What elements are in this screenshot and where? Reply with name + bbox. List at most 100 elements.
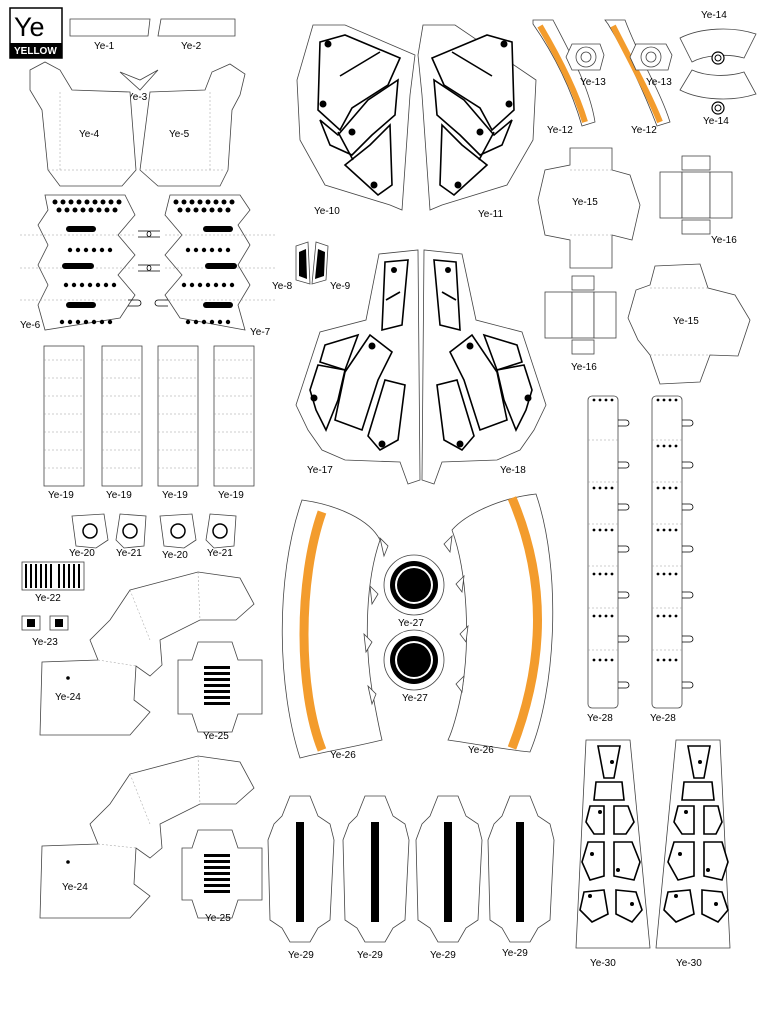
color-badge: Ye YELLOW [9,7,63,59]
label-ye3: Ye-3 [127,92,148,103]
label-ye21-a: Ye-21 [116,548,142,559]
part-ye21-a: Ye-21 [115,513,147,559]
part-ye13-right: Ye-13 [629,43,673,88]
label-ye12-a: Ye-12 [547,125,573,136]
part-ye13-left: Ye-13 [565,43,606,88]
part-ye27-a: Ye-27 [383,554,445,629]
label-ye29-c: Ye-29 [430,950,456,961]
part-ye25-bottom: Ye-25 [181,829,263,924]
part-ye16-bottom: Ye-16 [544,275,617,373]
part-ye11: Ye-11 [417,24,537,220]
part-ye3: Ye-3 [119,69,159,103]
label-ye27-a: Ye-27 [398,618,424,629]
label-ye16-b: Ye-16 [571,362,597,373]
part-ye12-right: Ye-12 [604,19,671,136]
label-ye11: Ye-11 [478,209,503,220]
label-ye29-a: Ye-29 [288,950,314,961]
label-ye15-a: Ye-15 [572,197,598,208]
label-ye16-a: Ye-16 [711,235,737,246]
dot-row-7a [173,199,235,213]
label-ye24-a: Ye-24 [55,692,81,703]
part-ye2: Ye-2 [157,18,236,52]
label-ye6: Ye-6 [20,320,41,331]
label-ye28-b: Ye-28 [650,713,676,724]
label-ye1: Ye-1 [94,41,115,52]
dot-row-6b [59,247,117,325]
part-ye28-a: Ye-28 [587,395,630,724]
part-ye10: Ye-10 [296,24,416,217]
part-ye20-b: Ye-20 [159,513,197,561]
part-ye24-bottom: Ye-24 [39,755,255,919]
rivets-28b [656,398,678,662]
label-ye23: Ye-23 [32,637,58,648]
label-ye19-b: Ye-19 [106,490,132,501]
part-ye18: Ye-18 [421,249,547,485]
part-ye20-a: Ye-20 [69,513,109,559]
part-ye9: Ye-9 [311,241,351,292]
label-ye15-b: Ye-15 [673,316,699,327]
label-ye12-b: Ye-12 [631,125,657,136]
label-ye29-b: Ye-29 [357,950,383,961]
label-ye9: Ye-9 [330,281,351,292]
label-ye29-d: Ye-29 [502,948,528,959]
label-ye19-c: Ye-19 [162,490,188,501]
part-ye6: Ye-6 [20,194,152,331]
part-ye28-b: Ye-28 [650,395,694,724]
grille-25b [204,854,230,893]
part-ye22: Ye-22 [21,561,85,604]
part-ye30-a: Ye-30 [575,739,651,969]
part-ye23: Ye-23 [21,615,69,648]
badge-code: Ye [14,12,45,42]
label-ye28-a: Ye-28 [587,713,613,724]
part-ye1: Ye-1 [69,18,151,52]
label-ye21-b: Ye-21 [207,548,233,559]
label-ye17: Ye-17 [307,465,333,476]
label-ye19-a: Ye-19 [48,490,74,501]
part-ye25-top: Ye-25 [177,641,263,742]
label-ye20-b: Ye-20 [162,550,188,561]
part-ye19-b: Ye-19 [101,345,143,501]
part-ye4: Ye-4 [29,61,137,187]
label-ye10: Ye-10 [314,206,340,217]
part-ye5: Ye-5 [139,63,246,187]
part-ye17: Ye-17 [295,249,421,485]
part-ye26-left: Ye-26 [281,499,389,761]
label-ye24-b: Ye-24 [62,882,88,893]
label-ye2: Ye-2 [181,41,202,52]
label-ye18: Ye-18 [500,465,526,476]
part-ye12-left: Ye-12 [532,19,596,136]
label-ye19-d: Ye-19 [218,490,244,501]
label-ye4: Ye-4 [79,129,100,140]
dot-row-6a [52,199,122,213]
label-ye25-b: Ye-25 [205,913,231,924]
label-ye26-a: Ye-26 [330,750,356,761]
part-ye19-d: Ye-19 [213,345,255,501]
part-ye15-top: Ye-15 [537,147,641,269]
part-ye29-b: Ye-29 [342,795,410,961]
label-ye7: Ye-7 [250,327,271,338]
label-ye13-b: Ye-13 [646,77,672,88]
part-ye15-bottom: Ye-15 [627,263,751,385]
part-ye8: Ye-8 [272,241,311,292]
part-ye21-b: Ye-21 [205,513,237,559]
part-ye29-a: Ye-29 [267,795,335,961]
label-ye25-a: Ye-25 [203,731,229,742]
badge-color-name: YELLOW [14,46,57,57]
part-ye29-d: Ye-29 [487,795,555,959]
label-ye22: Ye-22 [35,593,61,604]
part-ye14-bottom: Ye-14 [679,69,757,127]
label-ye30-b: Ye-30 [676,958,702,969]
part-ye27-b: Ye-27 [383,629,445,704]
part-ye24-top: Ye-24 [39,571,255,736]
rivets-28a [592,398,614,662]
label-ye14-b: Ye-14 [703,116,729,127]
label-ye27-b: Ye-27 [402,693,428,704]
dot-row-7b [181,247,235,325]
label-ye8: Ye-8 [272,281,293,292]
part-ye19-c: Ye-19 [157,345,199,501]
part-ye30-b: Ye-30 [655,739,731,969]
part-ye26-right: Ye-26 [443,493,554,756]
label-ye13-a: Ye-13 [580,77,606,88]
label-ye14-a: Ye-14 [701,10,727,21]
